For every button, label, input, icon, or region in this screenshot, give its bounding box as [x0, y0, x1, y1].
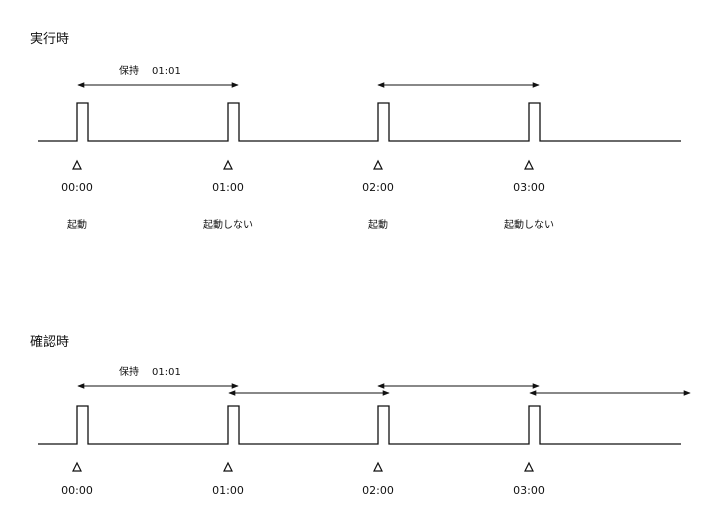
confirmation-signal-line	[38, 405, 681, 445]
execution-timeline: 保持 01:01 00:00 01:00 02:00 03:00 起動 起動しな…	[38, 64, 681, 231]
execution-status-label: 起動	[67, 218, 87, 231]
execution-status-label: 起動しない	[504, 218, 554, 231]
execution-tick-marker	[373, 159, 383, 170]
execution-tick-marker	[223, 159, 233, 170]
execution-hold-value: 01:01	[152, 66, 181, 77]
section-title-execution: 実行時	[30, 32, 70, 47]
confirmation-tick-marker	[223, 461, 233, 472]
confirmation-timeline: 保持 01:01 00:00 01:00 02:00 03:00	[38, 365, 691, 497]
confirmation-time-label: 02:00	[362, 484, 394, 497]
confirmation-tick-marker	[373, 461, 383, 472]
execution-time-label: 00:00	[61, 181, 93, 194]
confirmation-tick-marker	[524, 461, 534, 472]
execution-time-label: 01:00	[212, 181, 244, 194]
confirmation-hold-value: 01:01	[152, 367, 181, 378]
execution-status-label: 起動しない	[203, 218, 253, 231]
execution-time-label: 03:00	[513, 181, 545, 194]
execution-hold-label: 保持	[119, 64, 139, 77]
confirmation-tick-marker	[72, 461, 82, 472]
section-title-confirmation: 確認時	[30, 335, 70, 350]
execution-status-label: 起動	[368, 218, 388, 231]
confirmation-time-label: 01:00	[212, 484, 244, 497]
confirmation-hold-label: 保持	[119, 365, 139, 378]
execution-tick-marker	[524, 159, 534, 170]
execution-signal-line	[38, 102, 681, 142]
execution-time-label: 02:00	[362, 181, 394, 194]
execution-tick-marker	[72, 159, 82, 170]
confirmation-time-label: 00:00	[61, 484, 93, 497]
confirmation-time-label: 03:00	[513, 484, 545, 497]
